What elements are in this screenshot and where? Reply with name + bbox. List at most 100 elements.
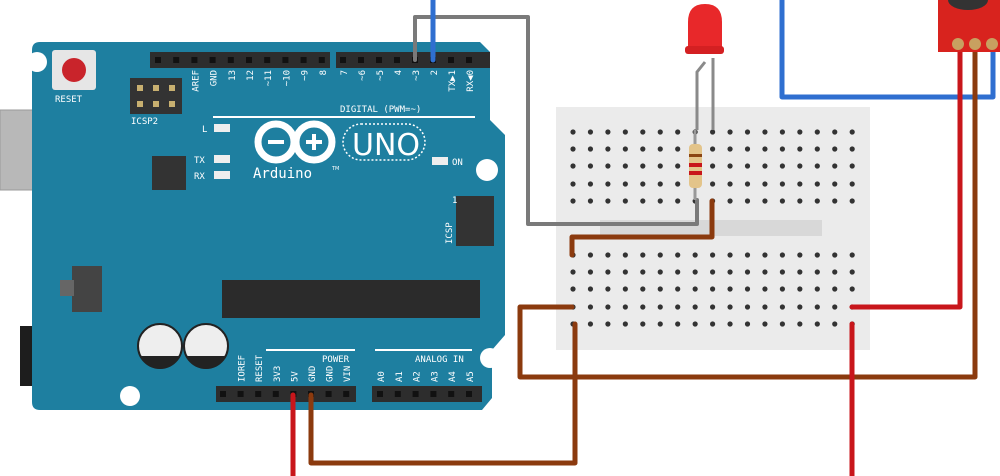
breadboard-hole[interactable]	[692, 321, 698, 327]
breadboard-hole[interactable]	[797, 252, 803, 258]
breadboard-hole[interactable]	[814, 181, 820, 187]
breadboard-hole[interactable]	[587, 304, 594, 310]
breadboard-hole[interactable]	[762, 163, 768, 169]
breadboard-hole[interactable]	[605, 129, 611, 135]
breadboard-hole[interactable]	[587, 286, 594, 292]
breadboard-hole[interactable]	[849, 198, 855, 204]
breadboard-hole[interactable]	[727, 163, 733, 169]
header-pin[interactable]	[300, 57, 307, 63]
breadboard-hole[interactable]	[744, 163, 751, 169]
breadboard-hole[interactable]	[779, 252, 786, 258]
header-pin[interactable]	[282, 57, 289, 63]
breadboard-hole[interactable]	[622, 286, 628, 292]
breadboard-hole[interactable]	[657, 146, 663, 152]
breadboard-hole[interactable]	[587, 163, 594, 169]
breadboard-hole[interactable]	[692, 269, 698, 275]
breadboard-hole[interactable]	[797, 269, 803, 275]
breadboard-hole[interactable]	[779, 286, 786, 292]
breadboard-hole[interactable]	[640, 286, 646, 292]
breadboard-hole[interactable]	[814, 163, 820, 169]
breadboard-hole[interactable]	[849, 252, 855, 258]
breadboard-hole[interactable]	[622, 304, 628, 310]
breadboard-hole[interactable]	[710, 129, 716, 135]
breadboard-hole[interactable]	[605, 286, 611, 292]
breadboard-hole[interactable]	[797, 304, 803, 310]
breadboard-hole[interactable]	[657, 321, 663, 327]
header-pin[interactable]	[448, 391, 455, 397]
breadboard-hole[interactable]	[570, 129, 576, 135]
header-pin[interactable]	[318, 57, 325, 63]
breadboard-hole[interactable]	[657, 252, 663, 258]
breadboard-hole[interactable]	[849, 286, 855, 292]
breadboard-hole[interactable]	[622, 146, 628, 152]
breadboard-hole[interactable]	[675, 198, 681, 204]
breadboard-hole[interactable]	[710, 146, 716, 152]
header-pin[interactable]	[209, 57, 216, 63]
breadboard-hole[interactable]	[605, 252, 611, 258]
header-pin[interactable]	[394, 57, 400, 63]
breadboard-hole[interactable]	[570, 146, 576, 152]
breadboard-hole[interactable]	[779, 304, 786, 310]
breadboard-hole[interactable]	[797, 198, 803, 204]
breadboard-hole[interactable]	[675, 163, 681, 169]
breadboard-hole[interactable]	[622, 269, 628, 275]
breadboard-hole[interactable]	[797, 146, 803, 152]
breadboard-hole[interactable]	[587, 181, 594, 187]
breadboard-hole[interactable]	[762, 304, 768, 310]
breadboard-hole[interactable]	[622, 321, 628, 327]
header-pin[interactable]	[377, 391, 383, 397]
breadboard-hole[interactable]	[675, 304, 681, 310]
breadboard-hole[interactable]	[692, 286, 698, 292]
breadboard-hole[interactable]	[587, 198, 594, 204]
breadboard-hole[interactable]	[797, 181, 803, 187]
breadboard-hole[interactable]	[832, 146, 838, 152]
breadboard-hole[interactable]	[762, 198, 768, 204]
breadboard-hole[interactable]	[675, 129, 681, 135]
breadboard-hole[interactable]	[727, 321, 733, 327]
breadboard-hole[interactable]	[570, 269, 576, 275]
header-pin[interactable]	[358, 57, 364, 63]
header-pin[interactable]	[264, 57, 271, 63]
breadboard-hole[interactable]	[622, 129, 628, 135]
header-pin[interactable]	[155, 57, 161, 63]
breadboard-hole[interactable]	[605, 269, 611, 275]
breadboard-hole[interactable]	[744, 129, 751, 135]
breadboard-hole[interactable]	[675, 286, 681, 292]
breadboard-hole[interactable]	[744, 269, 751, 275]
breadboard-hole[interactable]	[744, 198, 751, 204]
breadboard-hole[interactable]	[832, 321, 838, 327]
breadboard-hole[interactable]	[727, 252, 733, 258]
breadboard-hole[interactable]	[832, 286, 838, 292]
breadboard-hole[interactable]	[849, 163, 855, 169]
breadboard-hole[interactable]	[692, 304, 698, 310]
breadboard-hole[interactable]	[605, 321, 611, 327]
breadboard-hole[interactable]	[675, 269, 681, 275]
breadboard-hole[interactable]	[727, 304, 733, 310]
header-pin[interactable]	[191, 57, 198, 63]
header-pin[interactable]	[173, 57, 180, 63]
breadboard-hole[interactable]	[832, 181, 838, 187]
header-pin[interactable]	[412, 391, 419, 397]
breadboard-hole[interactable]	[587, 269, 594, 275]
breadboard-hole[interactable]	[727, 146, 733, 152]
header-pin[interactable]	[340, 57, 346, 63]
breadboard-hole[interactable]	[657, 163, 663, 169]
breadboard-hole[interactable]	[814, 286, 820, 292]
breadboard-hole[interactable]	[587, 252, 594, 258]
breadboard-hole[interactable]	[814, 198, 820, 204]
breadboard-hole[interactable]	[779, 181, 786, 187]
breadboard-hole[interactable]	[744, 181, 751, 187]
breadboard-hole[interactable]	[762, 252, 768, 258]
breadboard-hole[interactable]	[640, 252, 646, 258]
breadboard-hole[interactable]	[710, 252, 716, 258]
breadboard-hole[interactable]	[744, 321, 751, 327]
breadboard-hole[interactable]	[605, 181, 611, 187]
breadboard-hole[interactable]	[832, 269, 838, 275]
breadboard-hole[interactable]	[710, 304, 716, 310]
breadboard-hole[interactable]	[622, 198, 628, 204]
breadboard-hole[interactable]	[675, 181, 681, 187]
breadboard-hole[interactable]	[675, 321, 681, 327]
breadboard-hole[interactable]	[710, 269, 716, 275]
breadboard-hole[interactable]	[832, 163, 838, 169]
breadboard-hole[interactable]	[640, 129, 646, 135]
